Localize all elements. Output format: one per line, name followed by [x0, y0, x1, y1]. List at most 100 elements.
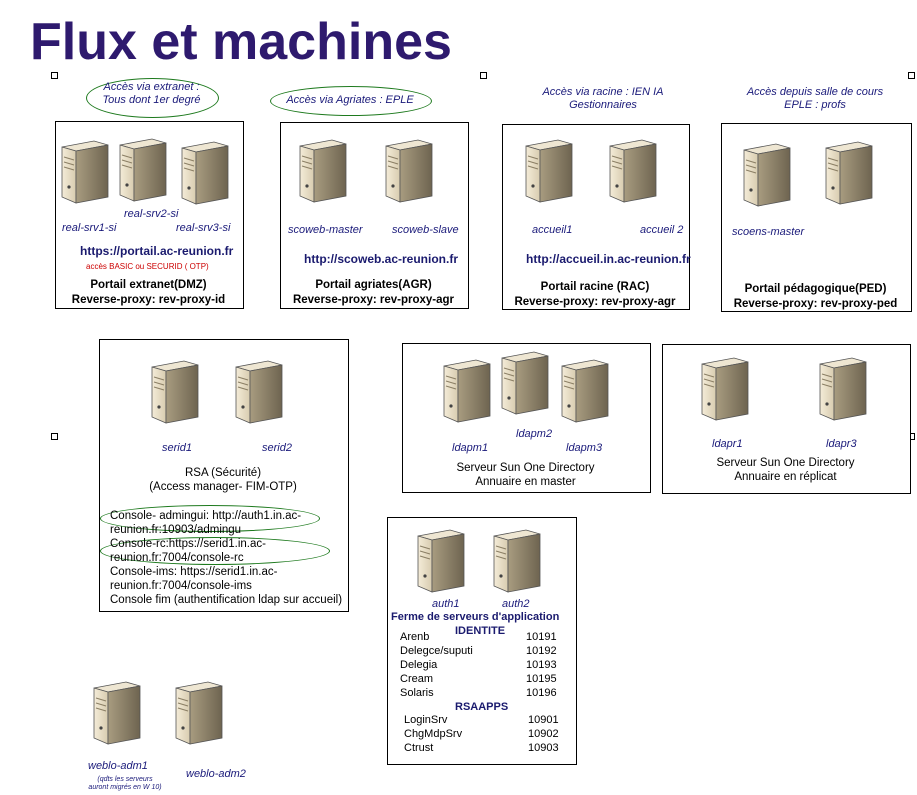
server-icon	[558, 354, 612, 424]
server-label: auth2	[502, 598, 530, 610]
console-list: Console- admingui: http://auth1.in.ac- r…	[110, 509, 346, 607]
rsa-caption: RSA (Sécurité) (Access manager- FIM-OTP)	[99, 466, 347, 494]
row-port: 10193	[526, 659, 557, 671]
agriates-access-note: Accès via Agriates : EPLE	[286, 94, 414, 106]
server-label: accueil1	[532, 224, 573, 236]
note-line: Gestionnaires	[569, 99, 637, 111]
note-line: Accès via extranet :	[103, 81, 200, 93]
row-name: Arenb	[400, 631, 430, 643]
note-line: Tous dont 1er degré	[102, 94, 201, 106]
racine-access-note: Accès via racine : IEN IA Gestionnaires	[508, 86, 698, 112]
console-ellipse	[100, 505, 320, 532]
server-label: scoweb-master	[288, 224, 363, 236]
server-label: real-srv1-si	[62, 222, 117, 234]
proxy-line: Reverse-proxy: rev-proxy-agr	[292, 294, 455, 306]
page-title: Flux et machines	[30, 13, 452, 71]
row-name: Delegce/suputi	[400, 645, 473, 657]
row-port: 10903	[528, 742, 559, 754]
section-header: IDENTITE	[455, 625, 506, 637]
server-icon	[606, 134, 660, 204]
proxy-line: Reverse-proxy: rev-proxy-agr	[514, 296, 676, 308]
server-icon	[90, 676, 144, 746]
portal-caption: Portail agriates(AGR) Reverse-proxy: rev…	[280, 278, 467, 308]
server-icon	[296, 134, 350, 204]
migration-note: (qdts les serveurs auront migrés en W 10…	[70, 776, 180, 792]
server-icon	[148, 355, 202, 425]
server-label: weblo-adm1	[88, 760, 148, 772]
caption-line: Portail racine (RAC)	[540, 281, 650, 293]
section-header: RSAAPPS	[455, 701, 509, 713]
console-line: Console- admingui: http://auth1.in.ac-	[110, 510, 302, 522]
server-icon	[232, 355, 286, 425]
url-label: http://scoweb.ac-reunion.fr	[304, 252, 459, 266]
caption-line: Annuaire en réplicat	[734, 471, 837, 483]
url-label: https://portail.ac-reunion.fr	[80, 244, 234, 258]
row-port: 10192	[526, 645, 557, 657]
row-name: Delegia	[400, 659, 438, 671]
caption-line: Serveur Sun One Directory	[716, 457, 855, 469]
auth-note: accès BASIC ou SECURID ( OTP)	[86, 262, 209, 271]
server-icon	[498, 346, 552, 416]
console-line: reunion.fr:10903/admingu	[110, 524, 242, 536]
console-line: Console fim (authentification ldap sur a…	[110, 594, 343, 606]
caption-line: Portail pédagogique(PED)	[744, 283, 887, 295]
selection-handle[interactable]	[908, 72, 915, 79]
server-icon	[440, 354, 494, 424]
console-line: reunion.fr:7004/console-ims	[110, 580, 252, 592]
server-icon	[116, 133, 170, 203]
server-icon	[382, 134, 436, 204]
selection-handle[interactable]	[480, 72, 487, 79]
server-label: accueil 2	[640, 224, 684, 236]
row-port: 10195	[526, 673, 557, 685]
server-icon	[58, 135, 112, 205]
caption-line: Portail extranet(DMZ)	[90, 279, 207, 291]
server-label: ldapm3	[566, 442, 603, 454]
selection-handle[interactable]	[51, 72, 58, 79]
row-name: Ctrust	[404, 742, 434, 754]
selection-handle[interactable]	[51, 433, 58, 440]
row-name: Cream	[400, 673, 434, 685]
note-line: auront migrés en W 10)	[88, 784, 162, 791]
server-label: weblo-adm2	[186, 768, 246, 780]
server-label: ldapm2	[516, 428, 553, 440]
server-icon	[698, 352, 752, 422]
server-label: serid2	[262, 442, 292, 454]
server-icon	[522, 134, 576, 204]
row-port: 10902	[528, 728, 559, 740]
server-icon	[816, 352, 870, 422]
console-ellipse	[100, 537, 330, 565]
app-farm-caption: Ferme de serveurs d'application	[391, 611, 560, 623]
note-line: Accès via racine : IEN IA	[542, 86, 664, 98]
note-line: EPLE : profs	[784, 99, 846, 111]
row-port: 10196	[526, 687, 557, 699]
extranet-ellipse	[86, 78, 219, 118]
server-label: ldapr3	[826, 438, 857, 450]
caption-line: Annuaire en master	[475, 476, 576, 488]
row-name: LoginSrv	[404, 714, 448, 726]
extranet-access-note: Accès via extranet : Tous dont 1er degré	[86, 81, 217, 107]
caption-line: Portail agriates(AGR)	[315, 279, 432, 291]
console-line: reunion.fr:7004/console-rc	[110, 552, 244, 564]
ldap-replica-caption: Serveur Sun One Directory Annuaire en ré…	[662, 456, 909, 484]
caption-line: (Access manager- FIM-OTP)	[149, 481, 297, 493]
server-icon	[172, 676, 226, 746]
server-label: scoweb-slave	[392, 224, 459, 236]
console-line: Console-rc:https://serid1.in.ac-	[110, 538, 266, 550]
server-label: auth1	[432, 598, 460, 610]
server-icon	[414, 524, 468, 594]
ldap-master-caption: Serveur Sun One Directory Annuaire en ma…	[402, 461, 649, 489]
note-line: (qdts les serveurs	[97, 776, 153, 783]
server-label: scoens-master	[732, 226, 805, 238]
server-label: serid1	[162, 442, 192, 454]
rsa-box	[99, 339, 349, 612]
proxy-line: Reverse-proxy: rev-proxy-id	[71, 294, 226, 306]
server-icon	[490, 524, 544, 594]
row-port: 10901	[528, 714, 559, 726]
note-line: Accès depuis salle de cours	[746, 86, 884, 98]
agriates-ellipse	[270, 86, 432, 116]
portal-caption: Portail racine (RAC) Reverse-proxy: rev-…	[502, 280, 688, 310]
salle-access-note: Accès depuis salle de cours EPLE : profs	[720, 86, 910, 112]
caption-line: RSA (Sécurité)	[184, 467, 262, 479]
server-label: real-srv2-si	[124, 208, 179, 220]
server-icon	[740, 138, 794, 208]
